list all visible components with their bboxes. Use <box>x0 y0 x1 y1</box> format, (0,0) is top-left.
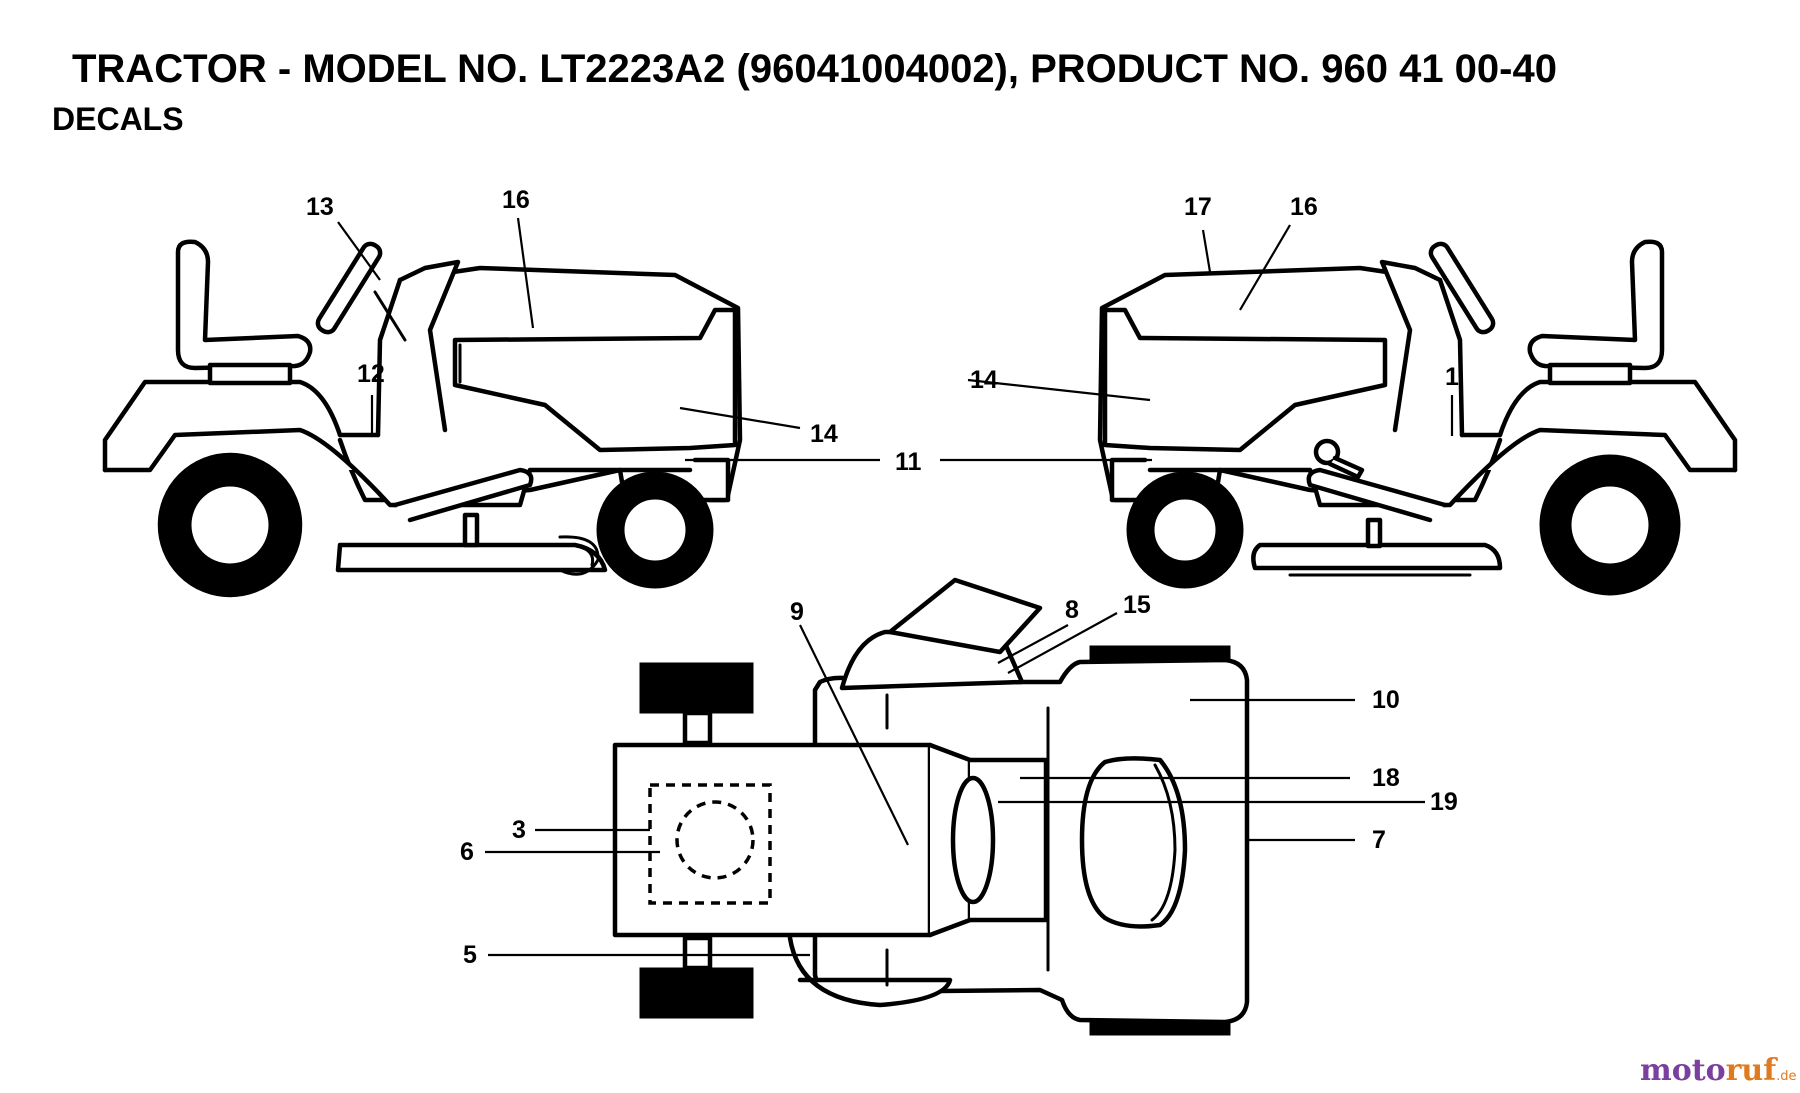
callout-16-left: 16 <box>502 186 530 214</box>
page-title: TRACTOR - MODEL NO. LT2223A2 (9604100400… <box>72 47 1557 91</box>
callout-10: 10 <box>1372 686 1400 714</box>
callout-5: 5 <box>463 941 477 969</box>
tractor-top-view <box>612 577 1250 1036</box>
callout-14-left: 14 <box>810 420 838 448</box>
watermark-part1: moto <box>1640 1053 1726 1088</box>
watermark-part2: ruf <box>1726 1053 1779 1088</box>
callout-3: 3 <box>512 816 526 844</box>
callout-6: 6 <box>460 838 474 866</box>
callout-17: 17 <box>1184 193 1212 221</box>
callout-8: 8 <box>1065 596 1079 624</box>
tractor-right-side-view <box>1097 239 1738 596</box>
callout-9: 9 <box>790 598 804 626</box>
tractor-left-side-view <box>102 239 743 598</box>
callout-13: 13 <box>306 193 334 221</box>
leader-lines <box>337 217 1454 957</box>
section-title: DECALS <box>52 101 184 137</box>
watermark-logo: motoruf.de <box>1640 1053 1797 1088</box>
callout-12: 12 <box>357 360 385 388</box>
callout-19: 19 <box>1430 788 1458 816</box>
watermark-suffix: .de <box>1776 1069 1796 1084</box>
callout-16-right: 16 <box>1290 193 1318 221</box>
callout-11: 11 <box>895 448 922 476</box>
callout-labels: 13 16 12 14 11 14 17 16 1 9 8 15 10 18 1… <box>306 186 1459 969</box>
callout-7: 7 <box>1372 826 1386 854</box>
callout-1: 1 <box>1445 363 1459 391</box>
callout-15: 15 <box>1123 591 1151 619</box>
callout-18: 18 <box>1372 764 1400 792</box>
callout-14-right: 14 <box>970 366 998 394</box>
svg-text:motoruf.de: motoruf.de <box>1640 1053 1797 1088</box>
